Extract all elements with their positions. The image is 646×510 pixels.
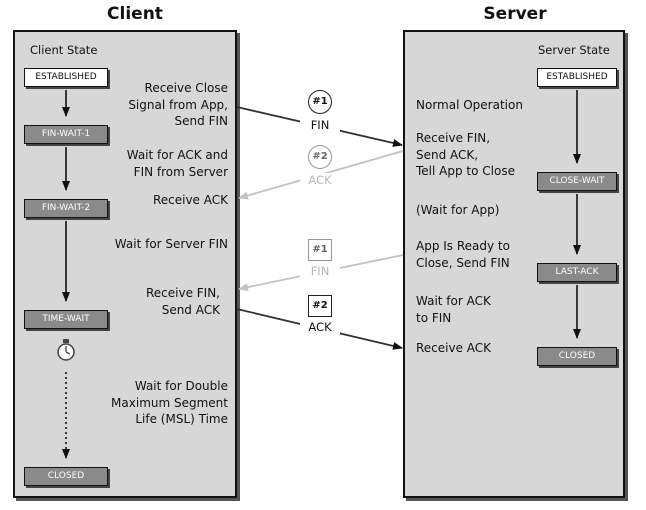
client-desc-receive-ack: Receive ACK	[152, 193, 228, 207]
server-desc-wait-app: (Wait for App)	[416, 203, 500, 217]
server-desc-wait-ack: Wait for ACK to FIN	[416, 294, 491, 325]
segment-s1-label: FIN	[300, 264, 340, 278]
client-title: Client	[107, 4, 163, 24]
server-state-last-ack: LAST-ACK	[537, 263, 617, 282]
client-panel	[13, 30, 237, 498]
segment-c1-label: FIN	[300, 118, 340, 132]
client-state-closed: CLOSED	[24, 467, 108, 486]
client-state-fin-wait-2: FIN-WAIT-2	[24, 199, 108, 218]
client-state-fin-wait-1: FIN-WAIT-1	[24, 125, 108, 144]
server-state-established: ESTABLISHED	[537, 68, 617, 87]
client-desc-receive-close: Receive Close Signal from App, Send FIN	[128, 81, 228, 128]
segment-s2-label: ACK	[300, 320, 340, 334]
client-state-time-wait: TIME-WAIT	[24, 310, 108, 329]
client-desc-receive-fin: Receive FIN, Send ACK	[145, 286, 220, 317]
server-desc-receive-ack: Receive ACK	[416, 341, 492, 355]
segment-c1-badge: #1	[308, 90, 332, 114]
client-desc-wait-msl: Wait for Double Maximum Segment Life (MS…	[111, 379, 228, 426]
stopwatch-icon	[57, 339, 75, 361]
server-state-close-wait: CLOSE-WAIT	[537, 172, 617, 191]
server-title: Server	[483, 4, 547, 24]
server-state-heading: Server State	[538, 43, 610, 57]
segment-s2-badge: #2	[308, 295, 332, 317]
segment-c2-label: ACK	[300, 173, 340, 187]
client-desc-wait-ack-fin: Wait for ACK and FIN from Server	[126, 148, 228, 179]
server-desc-normal: Normal Operation	[416, 98, 523, 112]
client-state-established: ESTABLISHED	[24, 68, 108, 87]
client-state-heading: Client State	[30, 43, 98, 57]
server-desc-app-ready: App Is Ready to Close, Send FIN	[416, 239, 510, 270]
server-state-closed: CLOSED	[537, 347, 617, 366]
segment-c2-badge: #2	[308, 145, 332, 169]
client-desc-wait-server-fin: Wait for Server FIN	[114, 237, 228, 251]
segment-s1-badge: #1	[308, 239, 332, 261]
server-desc-receive-fin: Receive FIN, Send ACK, Tell App to Close	[416, 131, 515, 178]
